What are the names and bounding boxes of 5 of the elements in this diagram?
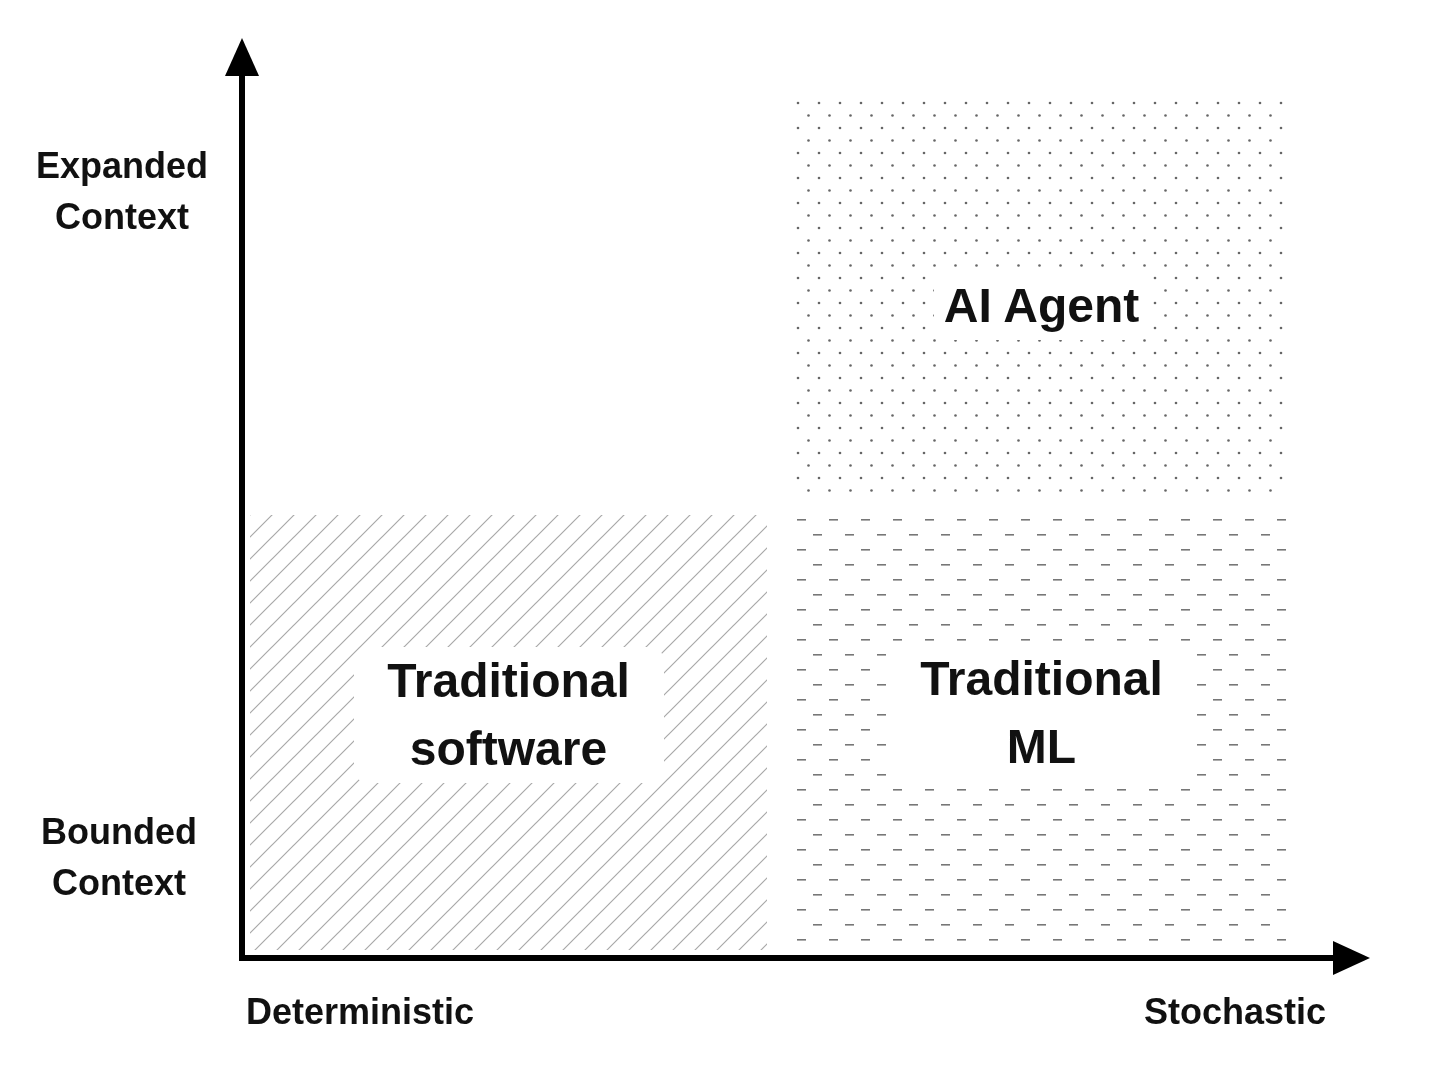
axis-label: Stochastic bbox=[1142, 990, 1328, 1034]
axis-label: Expanded Context bbox=[34, 144, 209, 239]
axis-label: Deterministic bbox=[244, 990, 476, 1034]
axis-label: Bounded Context bbox=[40, 810, 198, 905]
region-label: Traditional software bbox=[353, 646, 664, 783]
